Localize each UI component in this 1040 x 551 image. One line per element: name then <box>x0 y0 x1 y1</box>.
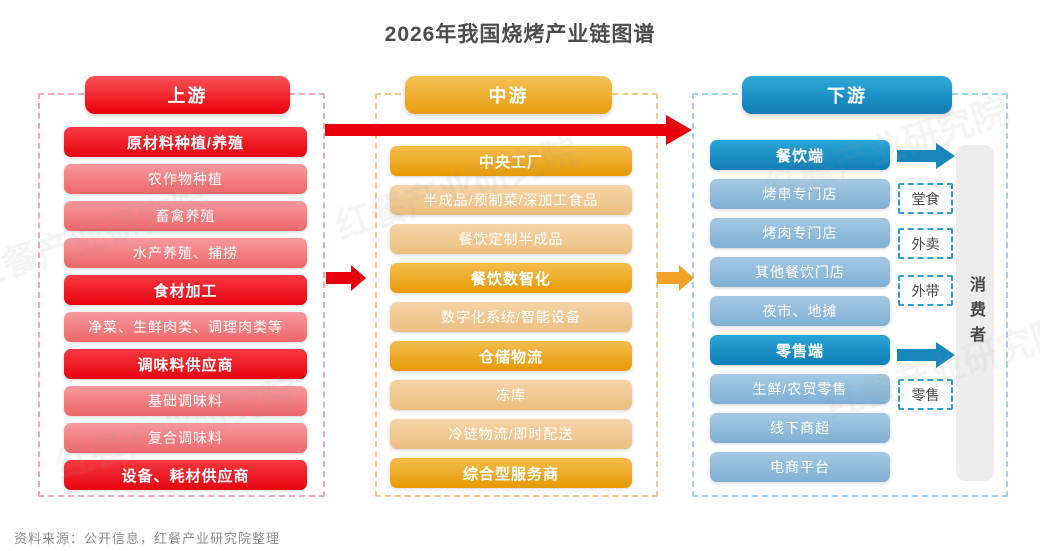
arrow-upstream-to-downstream <box>325 115 692 145</box>
node-crop-planting: 农作物种植 <box>64 164 307 194</box>
page-title: 2026年我国烧烤产业链图谱 <box>384 23 656 46</box>
node-cold-storage: 冻库 <box>390 380 632 410</box>
upstream-stack: 原材料种植/养殖 农作物种植 畜禽养殖 水产养殖、捕捞 食材加工 净菜、生鲜肉类… <box>64 127 307 490</box>
node-basic-seasoning: 基础调味料 <box>64 386 307 416</box>
node-offline-supermarket: 线下商超 <box>710 413 890 443</box>
node-livestock-breeding: 畜禽养殖 <box>64 201 307 231</box>
downstream-stack: 餐饮端 烤串专门店 烤肉专门店 其他餐饮门店 夜市、地摊 零售端 生鲜/农贸零售… <box>710 140 890 482</box>
tag-delivery: 外卖 <box>898 228 953 259</box>
midstream-stack: 中央工厂 半成品/预制菜/深加工食品 餐饮定制半成品 餐饮数智化 数字化系统/智… <box>390 146 632 488</box>
node-night-market-stall: 夜市、地摊 <box>710 296 890 326</box>
tag-retail: 零售 <box>898 379 953 410</box>
node-digital-systems: 数字化系统/智能设备 <box>390 302 632 332</box>
consumer-box: 消费者 <box>956 145 994 481</box>
node-food-processing: 食材加工 <box>64 275 307 305</box>
node-catering-end: 餐饮端 <box>710 140 890 170</box>
node-compound-seasoning: 复合调味料 <box>64 423 307 453</box>
node-seasoning-supplier: 调味料供应商 <box>64 349 307 379</box>
node-warehouse-logistics: 仓储物流 <box>390 341 632 371</box>
upstream-header: 上游 <box>85 76 290 114</box>
consumer-label: 消费者 <box>967 275 984 351</box>
tag-takeaway: 外带 <box>898 275 953 306</box>
node-comprehensive-service: 综合型服务商 <box>390 458 632 488</box>
node-clean-fresh-meat: 净菜、生鲜肉类、调理肉类等 <box>64 312 307 342</box>
arrow-retail-to-consumer <box>897 342 955 368</box>
tag-dine-in: 堂食 <box>898 183 953 214</box>
source-note: 资料来源：公开信息，红餐产业研究院整理 <box>14 531 281 546</box>
node-equipment-supplier: 设备、耗材供应商 <box>64 460 307 490</box>
node-roast-meat-shop: 烤肉专门店 <box>710 218 890 248</box>
node-catering-digitalization: 餐饮数智化 <box>390 263 632 293</box>
arrow-midstream-to-downstream <box>657 265 694 291</box>
node-aquaculture-fishing: 水产养殖、捕捞 <box>64 238 307 268</box>
node-fresh-market-retail: 生鲜/农贸零售 <box>710 374 890 404</box>
node-catering-custom-semi: 餐饮定制半成品 <box>390 224 632 254</box>
node-semi-finished-food: 半成品/预制菜/深加工食品 <box>390 185 632 215</box>
node-cold-chain-delivery: 冷链物流/即时配送 <box>390 419 632 449</box>
arrow-catering-to-consumer <box>897 143 955 169</box>
downstream-header: 下游 <box>742 76 952 114</box>
node-ecommerce-platform: 电商平台 <box>710 452 890 482</box>
node-skewer-shop: 烤串专门店 <box>710 179 890 209</box>
arrow-upstream-to-midstream <box>326 265 366 291</box>
midstream-header: 中游 <box>405 76 612 114</box>
node-raw-material-farming: 原材料种植/养殖 <box>64 127 307 157</box>
node-retail-end: 零售端 <box>710 335 890 365</box>
node-central-factory: 中央工厂 <box>390 146 632 176</box>
node-other-restaurants: 其他餐饮门店 <box>710 257 890 287</box>
